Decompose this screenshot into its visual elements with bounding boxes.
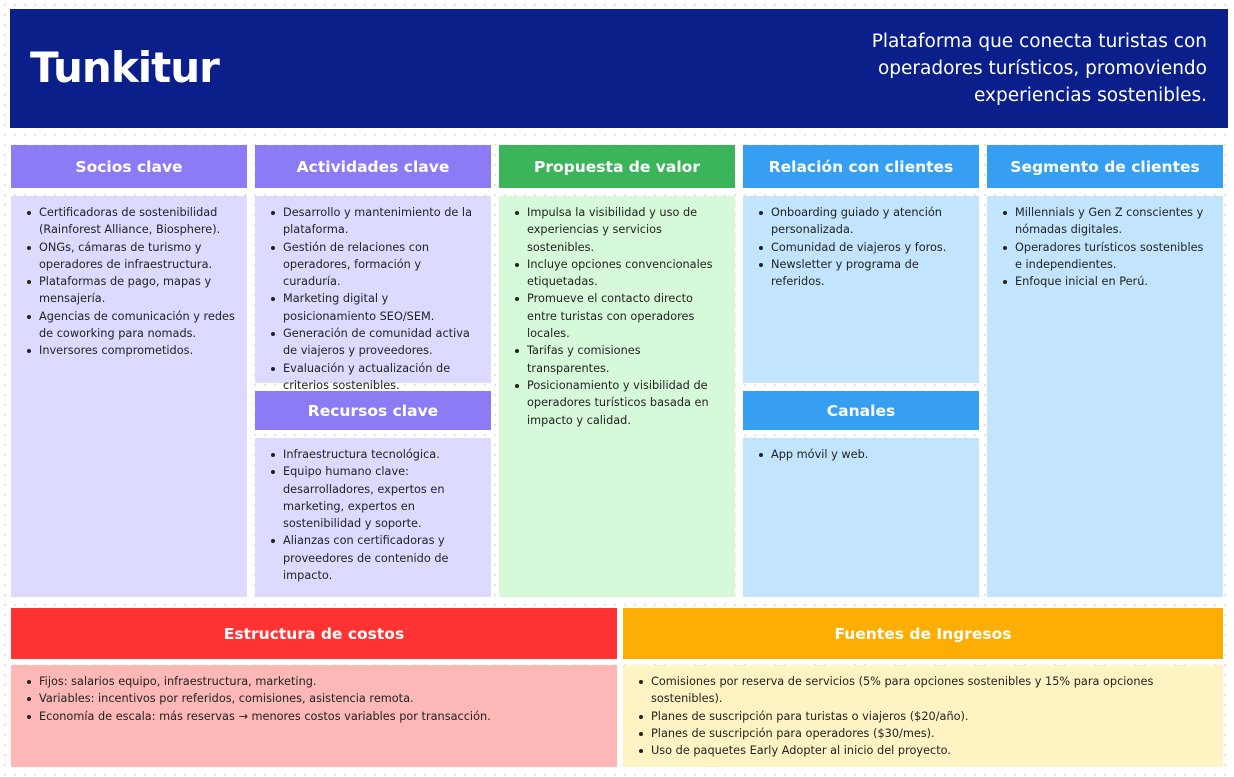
list-item: Millennials y Gen Z conscientes y nómada… — [997, 204, 1213, 239]
list-item: Operadores turísticos sostenibles e inde… — [997, 239, 1213, 274]
propuesta-valor-header: Propuesta de valor — [499, 145, 735, 188]
list-item: Planes de suscripción para operadores ($… — [633, 725, 1213, 742]
list-item: Infraestructura tecnológica. — [265, 446, 481, 463]
list-item: Alianzas con certificadoras y proveedore… — [265, 532, 481, 584]
recursos-clave-header: Recursos clave — [255, 391, 491, 430]
list-item: Uso de paquetes Early Adopter al inicio … — [633, 742, 1213, 759]
actividades-clave-body: Desarrollo y mantenimiento de la platafo… — [255, 196, 491, 392]
actividades-clave-list: Desarrollo y mantenimiento de la platafo… — [265, 204, 481, 394]
relacion-clientes-header: Relación con clientes — [743, 145, 979, 188]
canales-list: App móvil y web. — [753, 446, 969, 463]
propuesta-valor-body: Impulsa la visibilidad y uso de experien… — [499, 196, 735, 597]
list-item: Promueve el contacto directo entre turis… — [509, 290, 725, 342]
list-item: Plataformas de pago, mapas y mensajería. — [21, 273, 237, 308]
canales-header: Canales — [743, 391, 979, 430]
list-item: Inversores comprometidos. — [21, 342, 237, 359]
list-item: Agencias de comunicación y redes de cowo… — [21, 308, 237, 343]
segmento-clientes-body: Millennials y Gen Z conscientes y nómada… — [987, 196, 1223, 597]
recursos-clave-body: Infraestructura tecnológica. Equipo huma… — [255, 438, 491, 597]
list-item: Comisiones por reserva de servicios (5% … — [633, 673, 1213, 708]
socios-clave-list: Certificadoras de sostenibilidad (Rainfo… — [21, 204, 237, 360]
relacion-clientes-list: Onboarding guiado y atención personaliza… — [753, 204, 969, 290]
list-item: Evaluación y actualización de criterios … — [265, 360, 481, 395]
list-item: Onboarding guiado y atención personaliza… — [753, 204, 969, 239]
list-item: Newsletter y programa de referidos. — [753, 256, 969, 291]
list-item: App móvil y web. — [753, 446, 969, 463]
list-item: Marketing digital y posicionamiento SEO/… — [265, 290, 481, 325]
list-item: Equipo humano clave: desarrolladores, ex… — [265, 463, 481, 532]
tagline: Plataforma que conecta turistas con oper… — [871, 31, 1207, 106]
fuentes-ingresos-list: Comisiones por reserva de servicios (5% … — [633, 673, 1213, 759]
list-item: Comunidad de viajeros y foros. — [753, 239, 969, 256]
socios-clave-header: Socios clave — [11, 145, 247, 188]
fuentes-ingresos-body: Comisiones por reserva de servicios (5% … — [623, 665, 1223, 767]
estructura-costos-list: Fijos: salarios equipo, infraestructura,… — [21, 673, 607, 725]
segmento-clientes-header: Segmento de clientes — [987, 145, 1223, 188]
fuentes-ingresos-header: Fuentes de Ingresos — [623, 608, 1223, 659]
actividades-clave-header: Actividades clave — [255, 145, 491, 188]
list-item: Variables: incentivos por referidos, com… — [21, 690, 607, 707]
segmento-clientes-list: Millennials y Gen Z conscientes y nómada… — [997, 204, 1213, 290]
estructura-costos-header: Estructura de costos — [11, 608, 617, 659]
propuesta-valor-list: Impulsa la visibilidad y uso de experien… — [509, 204, 725, 429]
list-item: Certificadoras de sostenibilidad (Rainfo… — [21, 204, 237, 239]
socios-clave-body: Certificadoras de sostenibilidad (Rainfo… — [11, 196, 247, 597]
list-item: Desarrollo y mantenimiento de la platafo… — [265, 204, 481, 239]
page-title: Tunkitur — [30, 43, 220, 92]
list-item: Fijos: salarios equipo, infraestructura,… — [21, 673, 607, 690]
list-item: Tarifas y comisiones transparentes. — [509, 342, 725, 377]
list-item: Economía de escala: más reservas → menor… — [21, 708, 607, 725]
canales-body: App móvil y web. — [743, 438, 979, 597]
list-item: Posicionamiento y visibilidad de operado… — [509, 377, 725, 429]
list-item: ONGs, cámaras de turismo y operadores de… — [21, 239, 237, 274]
header-banner: Tunkitur Plataforma que conecta turistas… — [10, 9, 1228, 128]
estructura-costos-body: Fijos: salarios equipo, infraestructura,… — [11, 665, 617, 767]
list-item: Planes de suscripción para turistas o vi… — [633, 708, 1213, 725]
list-item: Incluye opciones convencionales etiqueta… — [509, 256, 725, 291]
list-item: Impulsa la visibilidad y uso de experien… — [509, 204, 725, 256]
list-item: Enfoque inicial en Perú. — [997, 273, 1213, 290]
recursos-clave-list: Infraestructura tecnológica. Equipo huma… — [265, 446, 481, 584]
list-item: Gestión de relaciones con operadores, fo… — [265, 239, 481, 291]
list-item: Generación de comunidad activa de viajer… — [265, 325, 481, 360]
relacion-clientes-body: Onboarding guiado y atención personaliza… — [743, 196, 979, 383]
